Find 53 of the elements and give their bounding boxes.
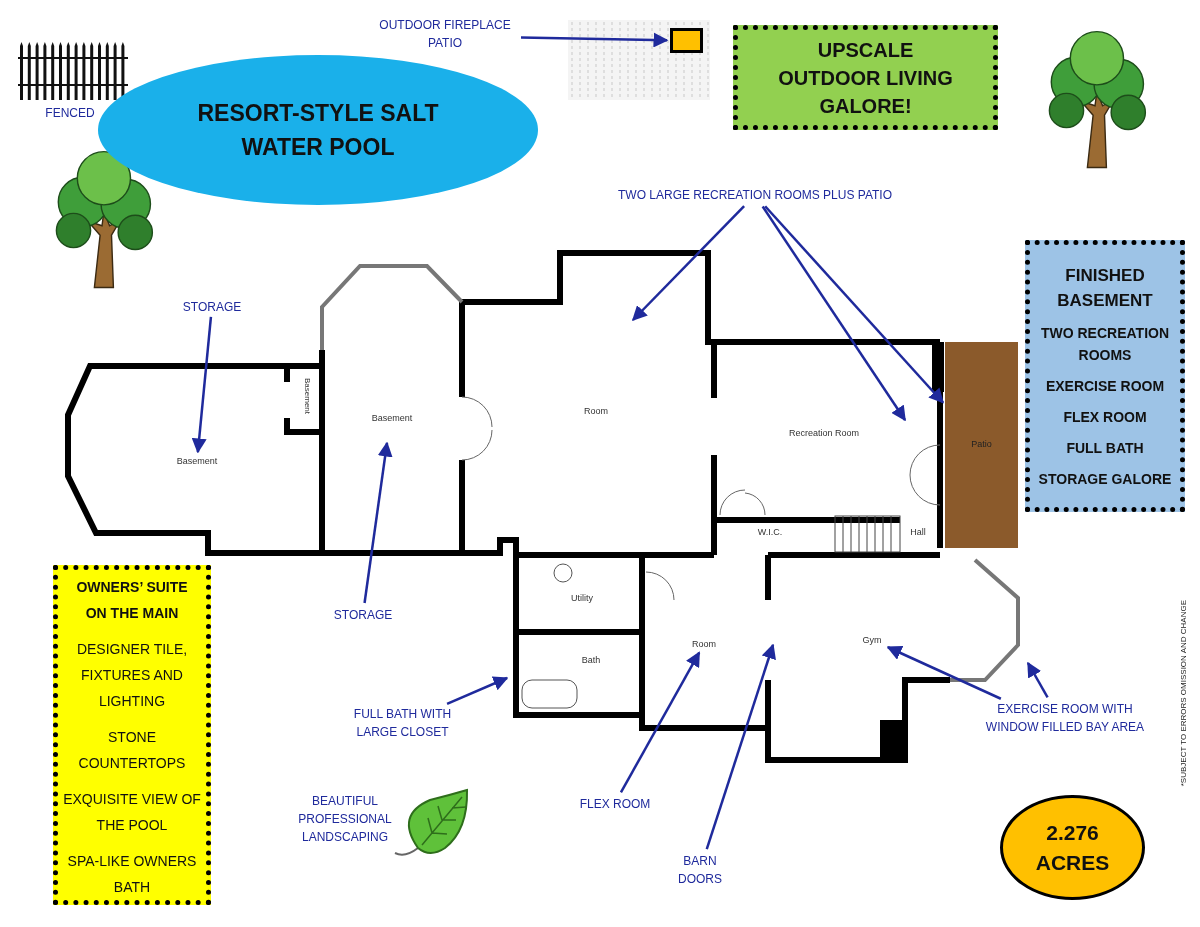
arrow [761,205,907,422]
room-label: Room [686,638,722,650]
room-label: Patio [971,438,992,452]
callout-text: BARN DOORS [670,852,730,888]
room-label: Basement [172,455,222,467]
patio-area [945,342,1018,548]
box-text: SPA-LIKE OWNERS BATH [66,852,198,897]
callout-text: OUTDOOR FIREPLACE PATIO [372,16,518,52]
acreage-label: 2.276 ACRES [1034,819,1111,876]
arrow [363,441,393,604]
arrow [191,316,213,454]
room-label: Gym [857,634,887,646]
callout-text: STORAGE [327,606,399,624]
pool-label: RESORT-STYLE SALT WATER POOL [196,99,440,162]
box-heading: UPSCALE OUTDOOR LIVING GALORE! [778,37,953,119]
box-heading: OWNERS’ SUITE ON THE MAIN [75,578,189,623]
room-label: Room [583,405,609,417]
arrow [619,651,701,793]
room-label: Hall [909,526,927,538]
callout-text: EXERCISE ROOM WITH WINDOW FILLED BAY AREA [985,700,1145,736]
box-text: FULL BATH [1065,438,1145,458]
room-label: Basement [302,378,313,415]
callout-text: BEAUTIFUL PROFESSIONAL LANDSCAPING [297,793,393,846]
arrow [764,205,944,404]
callout-text: FENCED [44,105,96,122]
box-text: DESIGNER TILE, FIXTURES AND LIGHTING [75,640,189,711]
feature-box [53,565,211,905]
arrow [631,205,745,322]
box-text: STORAGE GALORE [1037,469,1173,489]
callout-text: STORAGE [176,298,248,316]
feature-box [733,25,998,130]
arrow [705,643,776,850]
room-label: W.I.C. [756,526,784,538]
arrow [446,676,509,705]
arrow [520,32,669,48]
box-heading: FINISHED BASEMENT [1056,264,1154,312]
arrow [1026,661,1049,698]
box-text: TWO RECREATION ROOMS [1039,323,1171,365]
disclaimer-note: *SUBJECT TO ERRORS OMISSION AND CHANGE [1178,600,1189,787]
callout-text: FULL BATH WITH LARGE CLOSET [345,705,460,741]
fireplace-box [670,28,703,53]
callout-text: FLEX ROOM [575,795,655,813]
box-text: STONE COUNTERTOPS [77,728,187,773]
box-text: EXERCISE ROOM [1044,376,1166,396]
feature-box [1025,240,1185,512]
arrow [886,646,1002,700]
box-text: EXQUISITE VIEW OF THE POOL [62,790,202,835]
room-label: Utility [570,592,594,604]
callout-text: TWO LARGE RECREATION ROOMS PLUS PATIO [605,186,905,204]
room-label: Recreation Room [788,427,860,439]
box-text: FLEX ROOM [1062,407,1148,427]
room-label: Basement [370,412,414,424]
room-label: Bath [580,654,602,666]
